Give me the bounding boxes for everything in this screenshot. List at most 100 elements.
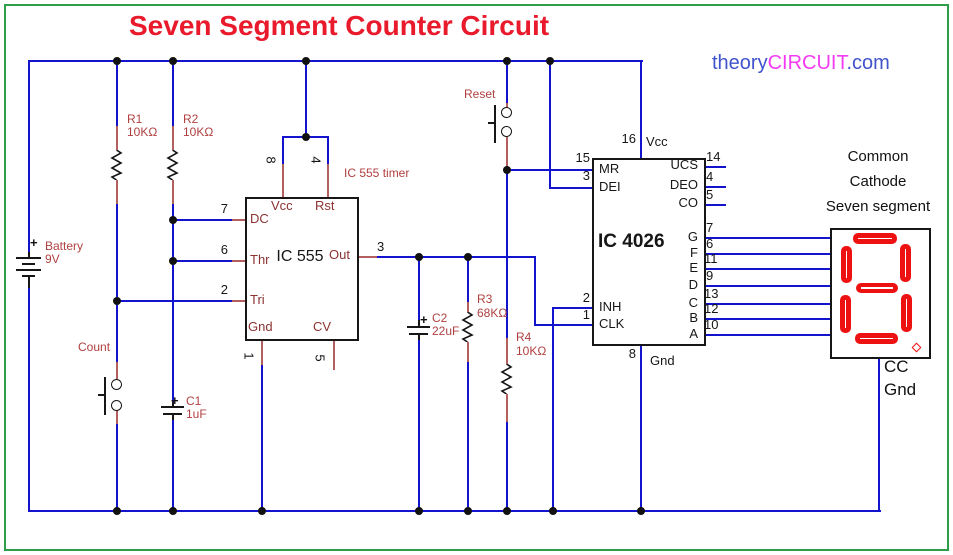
- wire-mr-column: [506, 166, 508, 338]
- ic4026-clk-label: CLK: [599, 316, 625, 331]
- ic555-pin-rst-label: Rst: [315, 198, 335, 213]
- ic4026-pin2-number: 2: [582, 290, 590, 305]
- brand-theory: theory: [712, 52, 768, 74]
- junction-dot: [113, 57, 121, 65]
- stub: [506, 394, 508, 422]
- wire: [261, 365, 263, 512]
- resistor-r4: [500, 364, 513, 394]
- wire-clk: [534, 324, 592, 326]
- stub: [467, 302, 469, 312]
- display-heading-line3: Seven segment: [825, 198, 931, 215]
- reset-label: Reset: [464, 87, 496, 101]
- wire-seg-b: [702, 318, 830, 320]
- stub: [506, 137, 508, 166]
- wire-dei: [549, 187, 592, 189]
- stub: [327, 164, 329, 198]
- ic4026-vcc-label: Vcc: [646, 134, 668, 149]
- wire-seg-e: [702, 268, 830, 270]
- ic4026-gnd-label: Gnd: [650, 353, 675, 368]
- ic555-title: IC 555: [276, 248, 324, 265]
- junction-dot: [302, 57, 310, 65]
- ic555-pin2-number: 2: [220, 282, 228, 297]
- r3-label: R3: [477, 292, 493, 306]
- display-heading: Common Cathode Seven segment: [808, 144, 948, 219]
- c2-label: C2: [432, 311, 448, 325]
- ic4026-co-label: CO: [678, 195, 699, 210]
- ic4026-body: [592, 158, 706, 346]
- battery-label: Battery: [45, 239, 84, 253]
- segment-b: [900, 244, 911, 282]
- wire-inh: [552, 307, 592, 309]
- junction-dot: [169, 57, 177, 65]
- wire: [172, 420, 174, 512]
- stub: [116, 126, 118, 150]
- wire-co: [702, 204, 726, 206]
- wire-deo: [702, 186, 726, 188]
- stub: [333, 337, 335, 370]
- c1-value: 1uF: [186, 407, 207, 421]
- junction-dot: [546, 57, 554, 65]
- ic4026-pin5-number: 5: [706, 187, 714, 202]
- junction-dot: [302, 133, 310, 141]
- stub: [467, 342, 469, 362]
- page-title: Seven Segment Counter Circuit: [129, 10, 550, 41]
- wire: [116, 60, 118, 126]
- wire: [28, 288, 30, 512]
- ic555-pin-cv-label: CV: [313, 319, 332, 334]
- stub: [232, 300, 246, 302]
- wire: [172, 260, 232, 262]
- wire-seg-g: [702, 237, 830, 239]
- wire-seg-d: [702, 285, 830, 287]
- wire-4026-vcc: [640, 60, 642, 158]
- ic4026-seg-g-label: G: [687, 229, 698, 244]
- stub: [116, 410, 118, 424]
- ic555-pin-out-label: Out: [329, 247, 350, 262]
- display-heading-line1: Common: [847, 148, 909, 165]
- stub: [232, 260, 246, 262]
- c2-value: 22uF: [432, 324, 460, 338]
- segment-a: [853, 233, 897, 244]
- ic4026-seg-f-label: F: [690, 245, 698, 260]
- brand-circuit: CIRCUIT: [767, 52, 847, 74]
- battery-plus: +: [30, 235, 38, 250]
- wire: [506, 422, 508, 512]
- ic4026-inh-label: INH: [599, 299, 622, 314]
- r4-value: 10KΩ: [516, 344, 547, 358]
- count-label: Count: [78, 340, 111, 354]
- battery-value: 9V: [45, 252, 60, 266]
- junction-dot: [415, 507, 423, 515]
- ic4026-deo-label: DEO: [669, 177, 698, 192]
- ic555-annotation: IC 555 timer: [344, 166, 410, 180]
- stub: [116, 180, 118, 204]
- wire: [282, 136, 284, 164]
- r4-label: R4: [516, 330, 532, 344]
- ic4026-seg-a-label: A: [689, 326, 698, 341]
- wire-4026-gnd: [640, 342, 642, 512]
- resistor-r3: [461, 312, 474, 342]
- stub: [282, 164, 284, 198]
- ic4026-pin7-number: 7: [706, 220, 714, 235]
- ic4026-seg-d-label: D: [688, 277, 698, 292]
- c2-plus: +: [420, 312, 428, 327]
- ic555-pin6-number: 6: [220, 242, 228, 257]
- stub: [172, 180, 174, 204]
- ic4026-pin11-number: 11: [704, 251, 718, 266]
- stub: [232, 219, 246, 221]
- junction-dot: [169, 507, 177, 515]
- ic4026-seg-c-label: C: [688, 295, 698, 310]
- wire-dei: [549, 60, 551, 188]
- c1-plus: +: [171, 393, 179, 408]
- display-cc-label: CC: [884, 357, 909, 376]
- ic555-pin-tri-label: Tri: [250, 292, 265, 307]
- green-border: [4, 4, 949, 551]
- ic4026-seg-e-label: E: [689, 260, 698, 275]
- junction-dot: [637, 507, 645, 515]
- ic4026-pin13-number: 13: [704, 286, 719, 301]
- stub: [172, 126, 174, 150]
- wire-clk: [534, 256, 536, 326]
- wire: [418, 340, 420, 512]
- ic555-pin-gnd-label: Gnd: [248, 319, 273, 334]
- r2-value: 10KΩ: [183, 125, 214, 139]
- segment-e: [840, 295, 851, 333]
- ic4026-pin12-number: 12: [704, 301, 719, 316]
